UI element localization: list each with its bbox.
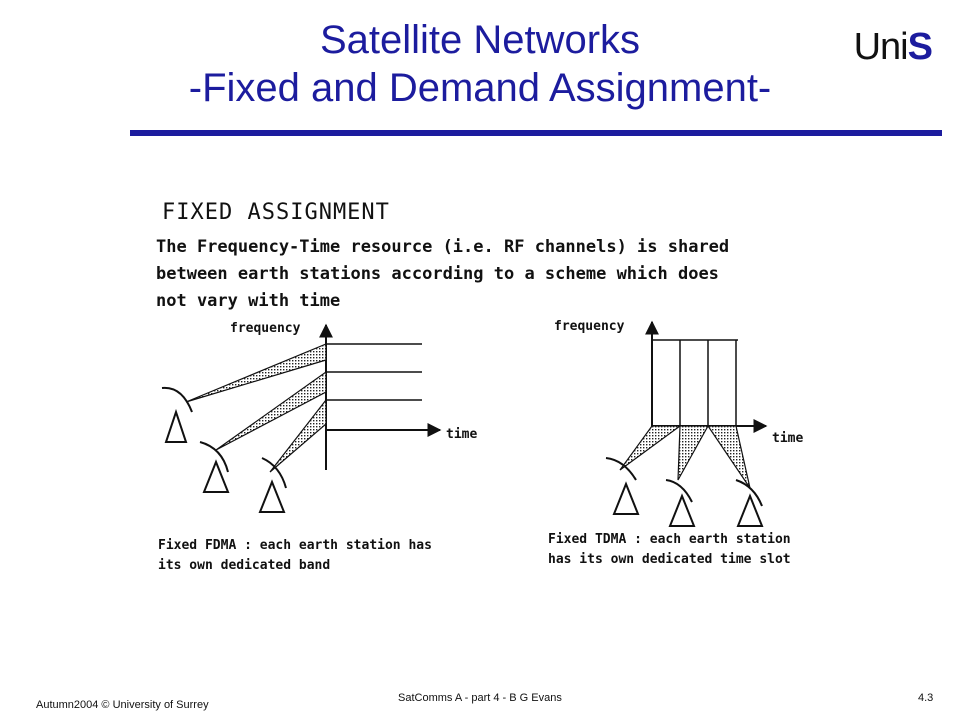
- fdma-frequency-label: frequency: [230, 321, 301, 336]
- description-line: between earth stations according to a sc…: [156, 264, 719, 284]
- assignment-diagrams: frequency time: [161, 319, 803, 527]
- title-rule: [130, 130, 942, 136]
- fdma-caption-line: its own dedicated band: [158, 558, 331, 573]
- description-line: not vary with time: [156, 291, 341, 311]
- description-line: The Frequency-Time resource (i.e. RF cha…: [156, 237, 730, 257]
- logo-text: Uni: [853, 26, 909, 68]
- title-line-2: -Fixed and Demand Assignment-: [188, 66, 772, 110]
- footer-copyright: Autumn2004 © University of Surrey: [36, 699, 209, 711]
- footer-course: SatComms A - part 4 - B G Evans: [398, 692, 562, 704]
- tdma-caption-line: Fixed TDMA : each earth station: [548, 532, 791, 547]
- tdma-frequency-label: frequency: [554, 319, 625, 334]
- description: The Frequency-Time resource (i.e. RF cha…: [156, 234, 836, 315]
- fdma-beam-1: [185, 343, 327, 403]
- earth-station-icon: [665, 479, 696, 527]
- earth-station-icon: [605, 457, 640, 515]
- earth-station-icon: [161, 386, 193, 443]
- title-line-1: Satellite Networks: [319, 18, 641, 62]
- fdma-caption: Fixed FDMA : each earth station has its …: [158, 536, 432, 576]
- earth-station-icon: [199, 441, 230, 493]
- logo-accent: S: [907, 26, 933, 68]
- fixed-assignment-heading: FIXED ASSIGNMENT: [162, 200, 390, 225]
- fdma-beam-3: [269, 398, 327, 473]
- footer-page-number: 4.3: [918, 692, 934, 704]
- tdma-beam-2: [677, 425, 710, 481]
- fdma-time-label: time: [446, 427, 477, 442]
- fdma-diagram: frequency time: [161, 321, 477, 513]
- fdma-beam-2: [215, 370, 327, 451]
- unis-logo: UniS: [853, 26, 933, 69]
- fdma-caption-line: Fixed FDMA : each earth station has: [158, 538, 432, 553]
- earth-station-icon: [258, 457, 287, 513]
- scanned-figure: FIXED ASSIGNMENT The Frequency-Time reso…: [130, 180, 850, 600]
- tdma-beam-3: [706, 425, 751, 489]
- tdma-caption: Fixed TDMA : each earth station has its …: [548, 530, 791, 570]
- tdma-diagram: frequency time: [554, 319, 803, 527]
- tdma-caption-line: has its own dedicated time slot: [548, 552, 791, 567]
- tdma-beam-1: [619, 425, 682, 471]
- slide-title: Satellite Networks -Fixed and Demand Ass…: [0, 16, 960, 112]
- earth-station-icon: [735, 479, 764, 527]
- tdma-time-label: time: [772, 431, 803, 446]
